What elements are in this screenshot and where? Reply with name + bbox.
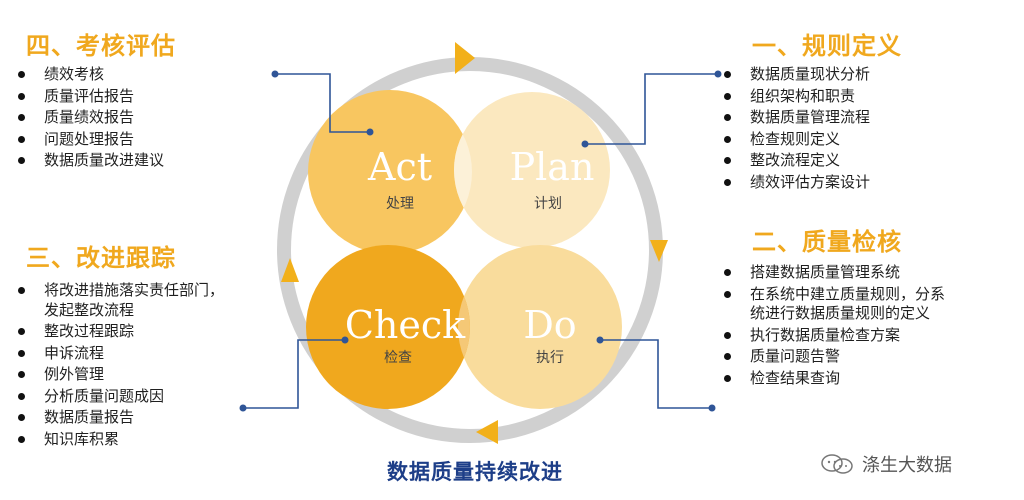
- list-item: 统进行数据质量规则的定义: [750, 304, 931, 322]
- connector-do: [600, 339, 712, 409]
- list-item: 检查规则定义: [720, 129, 870, 151]
- list-item: 问题处理报告: [14, 129, 164, 151]
- list-item: 检查结果查询: [720, 368, 945, 390]
- watermark-text: 涤生大数据: [862, 455, 952, 476]
- bottom-title: 数据质量持续改进: [387, 460, 563, 484]
- connector-dot: [708, 404, 716, 412]
- connector-plan: [585, 73, 718, 145]
- list-item: 例外管理: [14, 364, 224, 386]
- check-circle: [306, 245, 470, 409]
- list-item: 质量绩效报告: [14, 107, 164, 129]
- connector-tracking: [243, 339, 345, 409]
- quality-check-title: 二、质量检核: [752, 228, 902, 256]
- do-label-cn: 执行: [536, 350, 564, 366]
- wechat-icon: [821, 454, 853, 474]
- list-item: 数据质量改进建议: [14, 150, 164, 172]
- evaluation-title: 四、考核评估: [26, 32, 176, 60]
- act-label-cn: 处理: [386, 196, 414, 212]
- tracking-title: 三、改进跟踪: [26, 244, 176, 272]
- connector-dot: [341, 336, 349, 344]
- quality-check-list: 搭建数据质量管理系统 在系统中建立质量规则，分系 统进行数据质量规则的定义 执行…: [720, 262, 945, 389]
- list-item: 组织架构和职责: [720, 86, 870, 108]
- list-item: 执行数据质量检查方案: [720, 325, 945, 347]
- triangle-arrow-icon: [455, 42, 475, 74]
- do-circle: [458, 245, 622, 409]
- list-item: 整改过程跟踪: [14, 321, 224, 343]
- list-item: 知识库积累: [14, 429, 224, 451]
- list-item: 绩效评估方案设计: [720, 172, 870, 194]
- plan-label: Plan: [510, 145, 595, 189]
- list-item: 发起整改流程: [44, 300, 135, 319]
- list-item: 数据质量现状分析: [720, 64, 870, 86]
- connector-evaluation: [275, 73, 370, 133]
- watermark: 涤生大数据: [820, 452, 952, 476]
- list-item: 申诉流程: [14, 343, 224, 365]
- list-item: 绩效考核: [14, 64, 164, 86]
- triangle-arrow-icon: [281, 258, 299, 282]
- list-item: 数据质量报告: [14, 407, 224, 429]
- evaluation-list: 绩效考核 质量评估报告 质量绩效报告 问题处理报告 数据质量改进建议: [14, 64, 164, 172]
- list-item: 搭建数据质量管理系统: [720, 262, 945, 284]
- plan-circle: [454, 92, 610, 248]
- list-item: 分析质量问题成因: [14, 386, 224, 408]
- list-item: 将改进措施落实责任部门，: [14, 280, 224, 302]
- do-label: Do: [523, 303, 576, 347]
- connector-dot: [366, 128, 374, 136]
- plan-label-cn: 计划: [534, 196, 562, 212]
- act-label: Act: [367, 145, 432, 189]
- act-circle: [308, 90, 472, 254]
- tracking-list: 将改进措施落实责任部门， 发起整改流程 整改过程跟踪 申诉流程 例外管理 分析质…: [14, 280, 224, 450]
- rule-definition-title: 一、规则定义: [752, 32, 902, 60]
- list-item: 数据质量管理流程: [720, 107, 870, 129]
- connector-dot: [596, 336, 604, 344]
- list-item: 在系统中建立质量规则，分系: [720, 284, 945, 306]
- connector-dot: [239, 404, 247, 412]
- check-label: Check: [345, 303, 466, 347]
- check-label-cn: 检查: [384, 350, 412, 366]
- triangle-arrow-icon: [650, 240, 668, 262]
- triangle-arrow-icon: [476, 420, 498, 444]
- list-item: 质量评估报告: [14, 86, 164, 108]
- connector-dot: [581, 140, 589, 148]
- rule-definition-list: 数据质量现状分析 组织架构和职责 数据质量管理流程 检查规则定义 整改流程定义 …: [720, 64, 870, 193]
- list-item: 质量问题告警: [720, 346, 945, 368]
- list-item: 整改流程定义: [720, 150, 870, 172]
- connector-dot: [714, 70, 722, 78]
- connector-dot: [271, 70, 279, 78]
